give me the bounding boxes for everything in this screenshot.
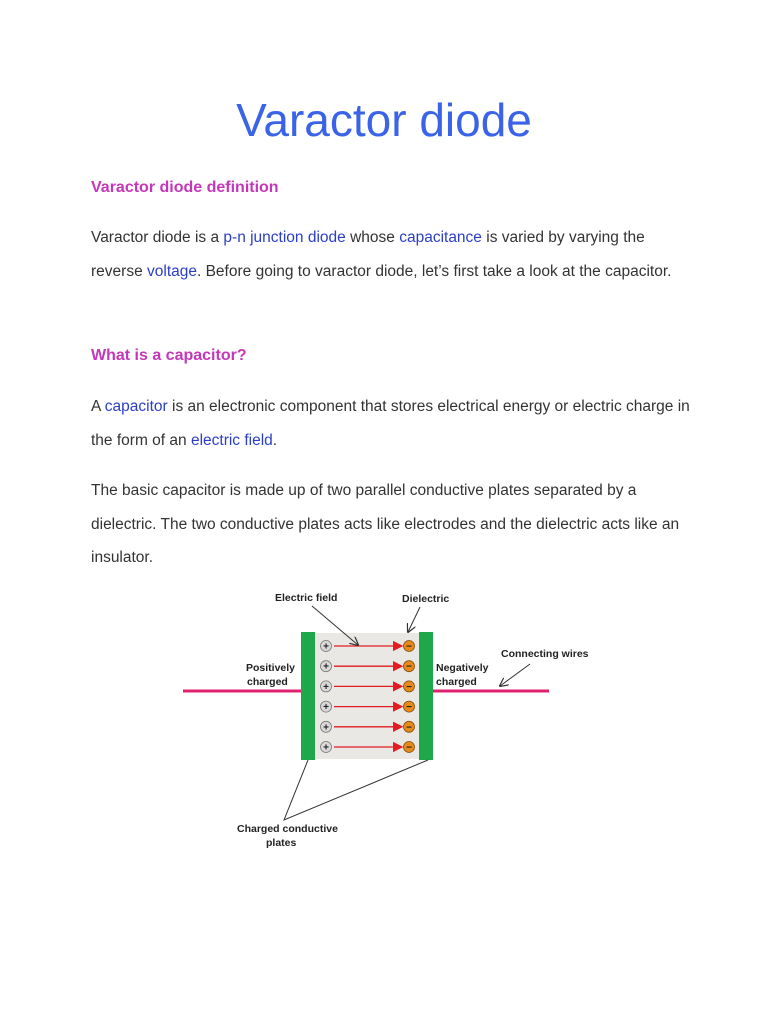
positive-charge [320, 720, 332, 733]
plus-sign: + [323, 702, 329, 713]
link-pn-junction-diode[interactable]: p-n junction diode [223, 229, 346, 246]
text-segment: . Before going to varactor diode, let’s … [196, 262, 672, 280]
plus-sign: + [323, 682, 329, 693]
pointer-connecting-wires [500, 663, 531, 686]
label-electric-field: Electric field [275, 592, 337, 604]
positive-charge [320, 700, 332, 713]
dielectric-region [315, 633, 419, 759]
positive-charge [320, 741, 332, 753]
label-plates: Charged conductive [237, 823, 338, 835]
label-positively: Positively [246, 662, 295, 674]
plus-sign: + [323, 743, 329, 754]
negative-charge [403, 640, 415, 652]
negative-charge [403, 741, 415, 753]
capacitor-heading: What is a capacitor? [91, 347, 247, 364]
left-plate [301, 632, 315, 760]
capacitor-diagram: + − + − + − + − + − + − Electric field Dielectric P… [183, 592, 589, 849]
pointer-plates [283, 759, 429, 821]
negative-charge [403, 700, 415, 713]
minus-sign: − [406, 662, 412, 673]
link-voltage[interactable]: voltage [147, 262, 197, 280]
capacitor-paragraph: A capacitor is an electronic component t… [91, 390, 691, 457]
label-plates-2: plates [266, 837, 297, 849]
label-connecting-wires: Connecting wires [501, 648, 589, 660]
page-title: Varactor diode [236, 94, 532, 146]
negative-charge [403, 680, 415, 693]
definition-paragraph: Varactor diode is a p-n junction diode w… [91, 221, 691, 288]
text-segment: whose [345, 229, 400, 246]
label-negatively: Negatively [436, 662, 489, 674]
text-segment: is varied by varying the reverse [91, 229, 645, 280]
positive-charge [320, 680, 332, 693]
basic-capacitor-paragraph: The basic capacitor is made up of two pa… [91, 482, 680, 566]
positive-charge [320, 640, 332, 652]
minus-sign: − [406, 682, 412, 693]
positive-charge [320, 660, 332, 673]
text-segment: Varactor diode is a [91, 229, 224, 246]
minus-sign: − [406, 642, 412, 653]
minus-sign: − [406, 722, 412, 733]
link-capacitor[interactable]: capacitor [104, 398, 168, 415]
plus-sign: + [323, 662, 329, 673]
definition-heading: Varactor diode definition [91, 179, 279, 196]
link-electric-field[interactable]: electric field [190, 431, 273, 449]
pointer-dielectric [408, 606, 421, 632]
text-segment: is an electronic component that stores e… [91, 398, 690, 449]
label-positively-charged: charged [247, 676, 288, 688]
negative-charge [403, 720, 415, 733]
charges-group: + − + − + − + − + − + − [320, 640, 415, 754]
plus-sign: + [323, 722, 329, 733]
text-segment: . [272, 431, 278, 449]
right-plate [419, 632, 433, 760]
negative-charge [403, 660, 415, 673]
minus-sign: − [406, 743, 412, 754]
pointer-electric-field [311, 605, 358, 645]
link-capacitance[interactable]: capacitance [399, 229, 482, 246]
plus-sign: + [323, 642, 329, 653]
minus-sign: − [406, 702, 412, 713]
label-dielectric: Dielectric [402, 593, 449, 605]
label-negatively-charged: charged [436, 676, 477, 688]
text-segment: A [91, 398, 105, 415]
